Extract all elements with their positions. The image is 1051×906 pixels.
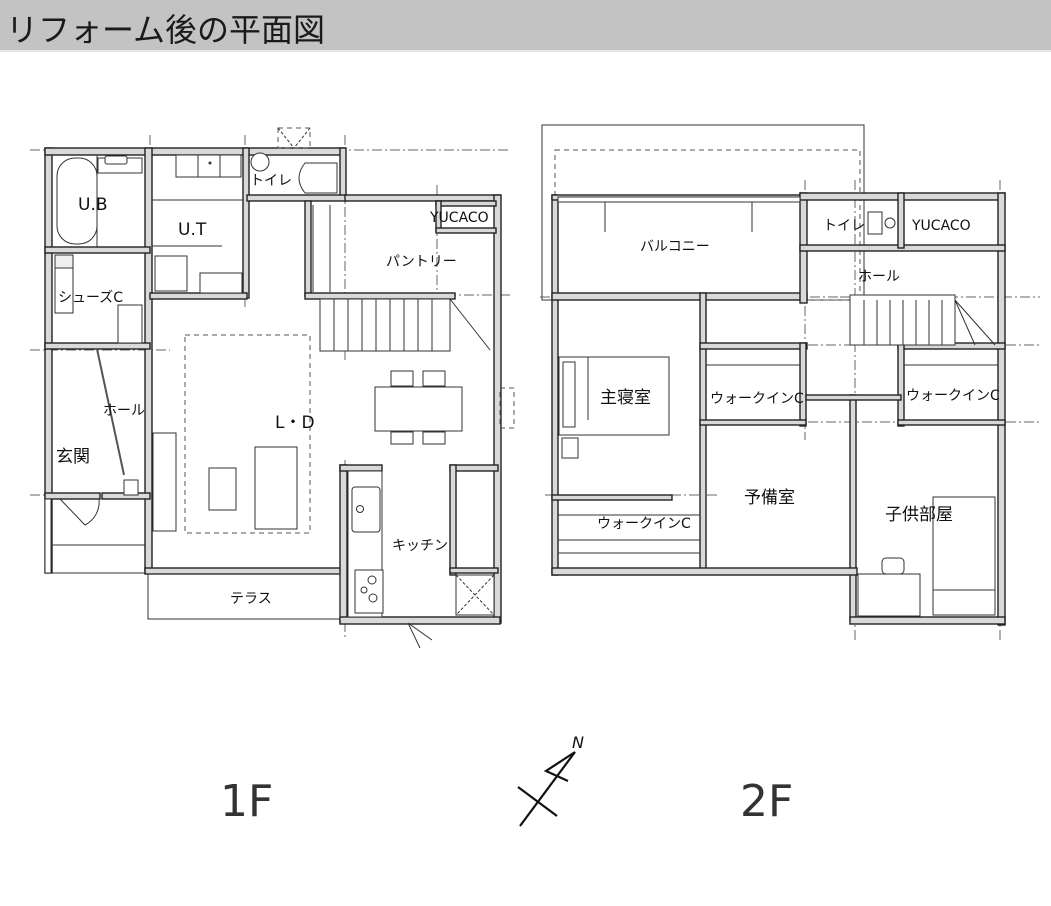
title-bar: リフォーム後の平面図 <box>0 0 1051 52</box>
room-yucaco-2f: YUCACO <box>911 218 971 234</box>
page-title: リフォーム後の平面図 <box>6 11 326 49</box>
room-walk-in-closet-2: ウォークインC <box>906 388 1000 404</box>
north-arrow-icon: N <box>517 733 584 827</box>
room-walk-in-closet-3: ウォークインC <box>597 516 691 532</box>
fixtures-1f <box>44 127 515 649</box>
room-toilet-1f: トイレ <box>250 173 292 189</box>
room-spare: 予備室 <box>744 488 795 508</box>
room-kids: 子供部屋 <box>885 505 953 525</box>
fixtures-2f <box>557 196 998 617</box>
room-ut: U.T <box>178 220 207 240</box>
stairs-1f <box>312 205 491 352</box>
floor-label-1f: 1F <box>220 776 274 827</box>
room-genkan: 玄関 <box>56 447 90 467</box>
room-labels-2f: バルコニー トイレ YUCACO ホール 主寝室 ウォークインC ウォークインC… <box>597 218 1000 532</box>
walls-1f <box>44 147 502 625</box>
room-hall-1f: ホール <box>103 403 145 419</box>
room-balcony: バルコニー <box>640 239 710 255</box>
room-living-dining: L・D <box>275 413 315 433</box>
room-hall-2f: ホール <box>858 269 900 285</box>
svg-text:N: N <box>572 733 584 752</box>
room-yucaco-1f: YUCACO <box>429 210 489 226</box>
floor-label-2f: 2F <box>740 776 794 827</box>
room-toilet-2f: トイレ <box>823 218 865 234</box>
room-labels-1f: U.B U.T トイレ YUCACO パントリー シューズC ホール 玄関 L・… <box>56 173 489 607</box>
room-terrace: テラス <box>230 591 272 607</box>
room-master-bedroom: 主寝室 <box>600 387 651 408</box>
room-kitchen: キッチン <box>392 538 448 554</box>
floor-plan-1f: U.B U.T トイレ YUCACO パントリー シューズC ホール 玄関 L・… <box>30 127 515 649</box>
floor-plan-2f: バルコニー トイレ YUCACO ホール 主寝室 ウォークインC ウォークインC… <box>540 124 1040 640</box>
room-shoes-closet: シューズC <box>58 290 123 306</box>
room-pantry: パントリー <box>386 254 457 270</box>
room-ub: U.B <box>78 195 108 215</box>
room-walk-in-closet-1: ウォークインC <box>710 391 804 407</box>
